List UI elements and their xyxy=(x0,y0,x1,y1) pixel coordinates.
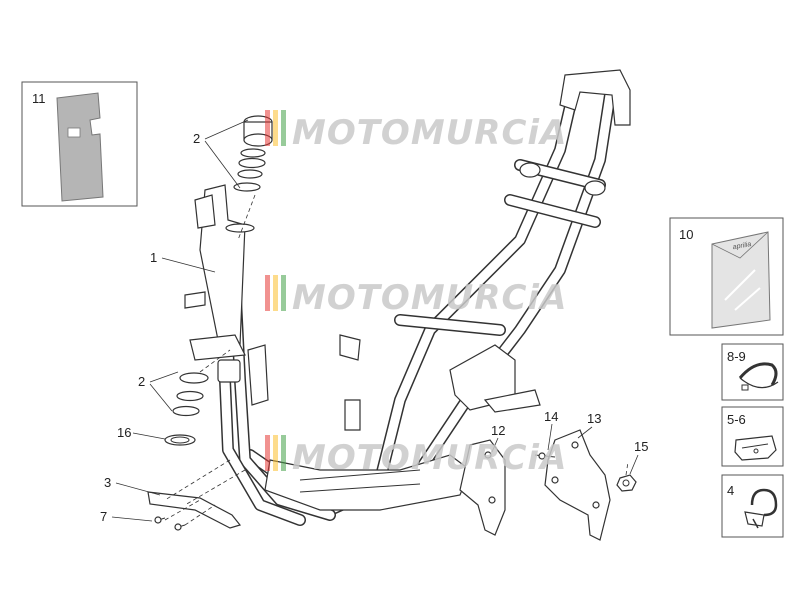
clip-nut-icon xyxy=(734,435,777,461)
callout-16: 16 xyxy=(117,425,131,440)
callout-14: 14 xyxy=(544,409,558,424)
inset-box-5-6: 5-6 xyxy=(721,406,784,467)
document-icon xyxy=(56,92,104,202)
screw-icon xyxy=(174,523,186,531)
steering-head-tube xyxy=(184,184,269,406)
watermark-text: MOTOMURCiA xyxy=(292,113,567,153)
inset-label-10: 10 xyxy=(679,227,693,242)
bolt-14 xyxy=(534,452,556,460)
watermark-middle: MOTOMURCiA xyxy=(265,275,567,318)
callout-7: 7 xyxy=(100,509,107,524)
watermark-top: MOTOMURCiA xyxy=(265,110,567,153)
inset-box-10: 10 aprilia xyxy=(669,217,784,336)
watermark-text: MOTOMURCiA xyxy=(292,278,567,318)
bracket-assembly xyxy=(147,459,246,531)
rear-cover-plate-13 xyxy=(544,429,611,541)
inset-label-4: 4 xyxy=(727,483,734,498)
callout-13: 13 xyxy=(587,411,601,426)
pouch-icon: aprilia xyxy=(711,231,771,329)
callout-1: 1 xyxy=(150,250,157,265)
inset-box-8-9: 8-9 xyxy=(721,343,784,401)
bearing-stack-lower xyxy=(164,349,231,446)
watermark-bottom: MOTOMURCiA xyxy=(265,435,567,478)
nut-15 xyxy=(616,461,637,492)
inset-label-5-6: 5-6 xyxy=(727,412,746,427)
rear-cover-plate-12 xyxy=(459,439,506,536)
callout-12: 12 xyxy=(491,423,505,438)
callout-2-top: 2 xyxy=(193,131,200,146)
screw-icon xyxy=(154,516,166,524)
cable-tie-icon xyxy=(738,362,779,391)
inset-label-8-9: 8-9 xyxy=(727,349,746,364)
inset-label-11: 11 xyxy=(32,91,46,106)
pipe-clamp-icon xyxy=(744,488,778,529)
callout-3: 3 xyxy=(104,475,111,490)
pouch-logo: aprilia xyxy=(732,241,752,251)
callout-labels: 1 2 2 16 3 7 12 13 14 15 xyxy=(100,119,648,524)
callout-2-mid: 2 xyxy=(138,374,145,389)
inset-box-4: 4 xyxy=(721,474,784,538)
inset-box-11: 11 xyxy=(21,81,138,207)
watermark-text: MOTOMURCiA xyxy=(292,438,567,478)
callout-15: 15 xyxy=(634,439,648,454)
